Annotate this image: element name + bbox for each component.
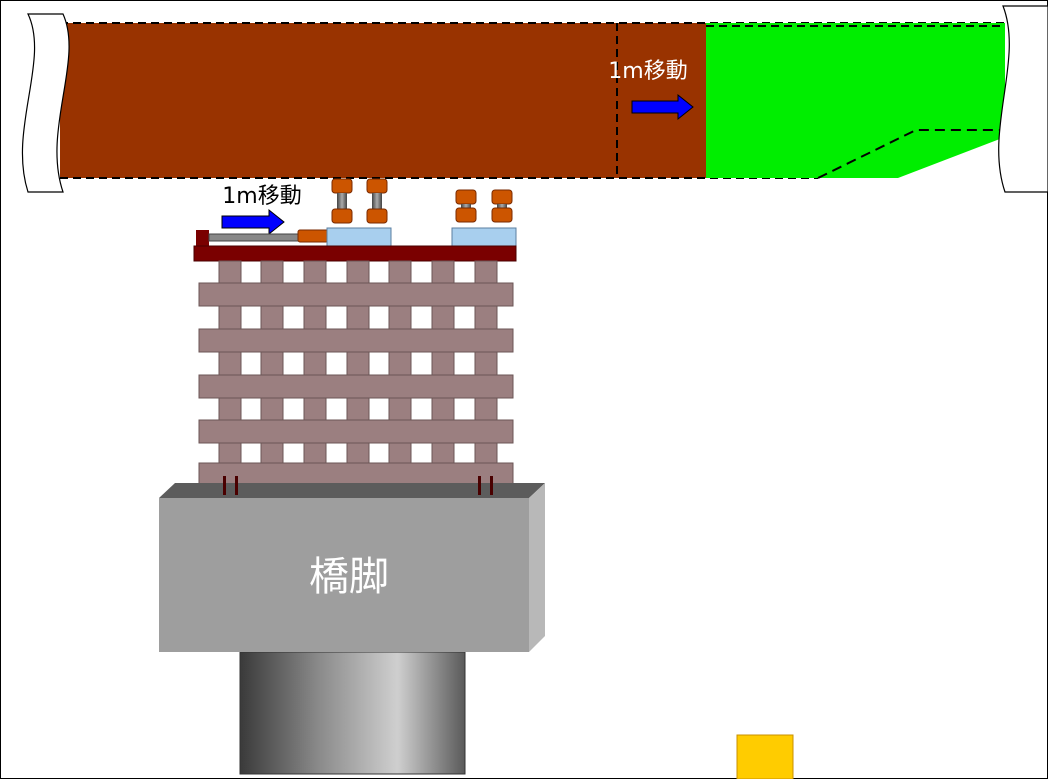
distribution-beam <box>193 245 517 262</box>
crib-post <box>303 260 327 285</box>
jack-block <box>455 189 477 205</box>
jack-piston <box>372 193 382 209</box>
jack-piston <box>497 204 507 208</box>
girder-move-arrow <box>631 93 694 121</box>
jack-piston <box>337 193 347 209</box>
anchor-bolt <box>223 476 226 495</box>
right-break-symbol <box>998 5 1048 193</box>
crib-post <box>474 396 498 421</box>
jack-block <box>491 189 513 205</box>
crib-post <box>303 305 327 330</box>
jack-base-right <box>451 227 517 247</box>
push-rod <box>208 233 300 242</box>
jack-assembly <box>196 227 517 247</box>
crib-post <box>431 396 455 421</box>
girder-move-label: 1m移動 <box>608 59 687 84</box>
yellow-marker-square <box>736 734 794 780</box>
pier-label: 橋脚 <box>309 554 389 600</box>
crib-post <box>474 351 498 376</box>
crib-post <box>346 305 370 330</box>
pier-cap-top <box>159 483 545 498</box>
crib-beam <box>198 462 514 487</box>
pier-cap-side <box>529 483 545 652</box>
crib-post <box>260 260 284 285</box>
jack-base-left <box>326 227 392 247</box>
crib-post <box>218 305 242 330</box>
crib-post <box>474 305 498 330</box>
girder-body <box>60 23 706 178</box>
push-cylinder <box>297 229 329 243</box>
left-break-symbol <box>21 13 70 193</box>
anchor-bolts <box>223 476 493 495</box>
crib-beam <box>198 419 514 444</box>
crib-post <box>431 305 455 330</box>
jack-block <box>491 207 513 223</box>
crib-beam <box>198 282 514 307</box>
crib-post <box>474 260 498 285</box>
crib-post <box>218 396 242 421</box>
jack-block <box>366 178 388 194</box>
new-section-profile-dashed <box>817 129 1005 179</box>
new-section <box>706 23 1005 179</box>
anchor-bolt <box>478 476 481 495</box>
crib-post <box>388 396 412 421</box>
crib-post <box>218 260 242 285</box>
crib-beam <box>198 328 514 353</box>
jack-block <box>366 208 388 224</box>
jack-move-arrow <box>221 208 285 236</box>
crib-post <box>346 351 370 376</box>
crib-post <box>218 351 242 376</box>
jack-piston <box>461 204 471 208</box>
crib-post <box>260 305 284 330</box>
crib-post <box>431 351 455 376</box>
vertical-jacks <box>331 178 513 224</box>
crib-post <box>388 351 412 376</box>
crib-post <box>388 260 412 285</box>
crib-post <box>260 396 284 421</box>
pier-cap-front <box>159 498 529 652</box>
crib-post <box>260 351 284 376</box>
crib-post <box>303 396 327 421</box>
pier: 橋脚 <box>159 483 545 775</box>
crib-post <box>431 260 455 285</box>
crib-stack <box>198 260 514 487</box>
jack-end-stop <box>196 230 209 246</box>
crib-post <box>303 351 327 376</box>
jack-block <box>331 178 353 194</box>
jack-block <box>455 207 477 223</box>
crib-beam <box>198 374 514 399</box>
crib-post <box>388 305 412 330</box>
crib-post <box>346 396 370 421</box>
pier-column <box>239 651 466 775</box>
crib-post <box>346 260 370 285</box>
jack-move-label: 1m移動 <box>222 184 301 209</box>
anchor-bolt <box>490 476 493 495</box>
jack-block <box>331 208 353 224</box>
new-section-body <box>706 23 1005 178</box>
anchor-bolt <box>235 476 238 495</box>
girder <box>60 22 1005 179</box>
